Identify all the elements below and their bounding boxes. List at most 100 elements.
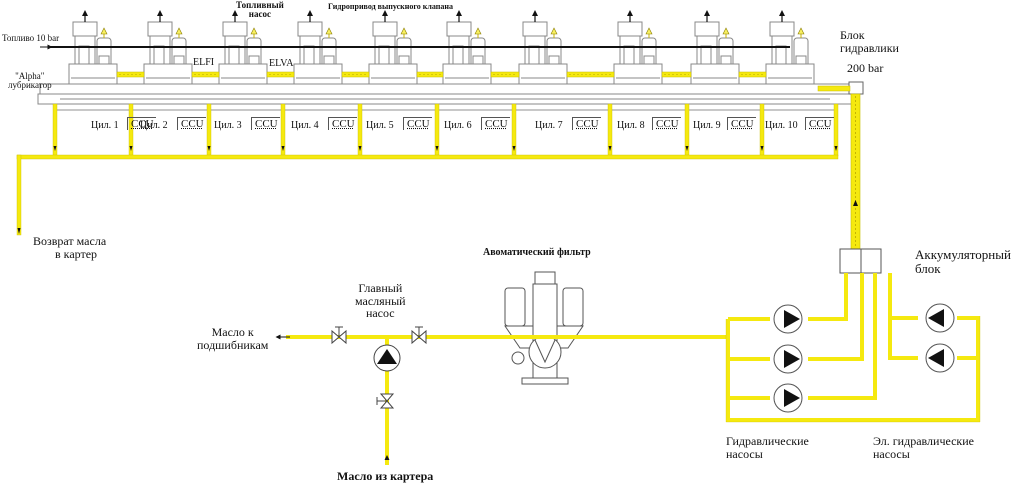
cylinder-label: Цил. 8 — [617, 120, 645, 131]
alpha-lubricator-label: "Alpha" лубрикатор — [8, 71, 52, 91]
rail-link-pipe — [191, 71, 220, 78]
cylinder-label: Цил. 10 — [765, 120, 798, 131]
exhaust-out-arrow-icon — [325, 27, 333, 35]
cylinder-label: Цил. 9 — [693, 120, 721, 131]
automatic-filter — [470, 271, 620, 385]
drain-arrow-icon — [512, 146, 516, 151]
rail-link-pipe — [266, 71, 295, 78]
rail-to-block-pipe — [817, 85, 851, 92]
oil-return-collector — [16, 154, 839, 236]
hydraulic-unit-base — [765, 63, 815, 85]
exhaust-out-arrow-icon — [175, 27, 183, 35]
drain-arrow-icon — [53, 146, 57, 151]
filter-cone — [534, 339, 556, 364]
oil-return-label-line2: в картер — [55, 246, 98, 261]
drain-arrow-icon — [281, 146, 285, 151]
fuel-out-arrow-icon — [382, 10, 388, 16]
fuel-out-arrow-icon — [157, 10, 163, 16]
ep-2-feed — [888, 318, 918, 360]
drain-arrow-icon — [685, 146, 689, 151]
ccu-box: CCU — [403, 117, 432, 130]
pressure-200bar-label: 200 bar — [847, 61, 884, 75]
exhaust-out-arrow-icon — [474, 27, 482, 35]
hydraulic-unit-base — [368, 63, 418, 85]
hp-3-feed — [808, 273, 877, 400]
hydraulic-unit-base — [293, 63, 343, 85]
hp-1-feed — [808, 273, 848, 321]
ccu-box: CCU — [328, 117, 357, 130]
filter-top-cap — [534, 271, 556, 285]
engine-platform — [37, 83, 855, 105]
riser-flow-arrow — [853, 200, 858, 206]
main-oil-pump-arrow — [377, 349, 397, 364]
exhaust-valve-drive-label: Гидропривод выпускного клапана — [328, 2, 453, 11]
hydraulic-unit-base — [442, 63, 492, 85]
ccu-box: CCU — [251, 117, 280, 130]
pressure-block-200bar — [848, 81, 864, 95]
accumulator-block-label-line2: блок — [915, 260, 941, 276]
drain-arrow-icon — [608, 146, 612, 151]
ccu-box: CCU — [481, 117, 510, 130]
valve-left — [331, 326, 347, 345]
fuel-pump-label: Топливный насос — [236, 0, 284, 20]
cylinder-label: Цил. 5 — [366, 120, 394, 131]
electric-hydraulic-pumps-label: Эл. гидравлические насосы — [873, 435, 974, 460]
hydraulic-block-label: Блок гидравлики — [840, 29, 899, 54]
cylinder-label: Цил. 6 — [444, 120, 472, 131]
drain-arrow-icon — [358, 146, 362, 151]
accumulator-block-label-line1: Аккумуляторный — [915, 247, 1011, 262]
ccu-box: CCU — [805, 117, 834, 130]
hydraulic-pumps-label-line2: насосы — [726, 446, 763, 461]
fuel-pump-cap — [372, 21, 398, 37]
rail-link-pipe — [416, 71, 444, 78]
cylinder-label: Цил. 7 — [535, 120, 563, 131]
alpha-lubricator-label-line2: лубрикатор — [8, 80, 52, 91]
drain-arrow-icon — [207, 146, 211, 151]
fuel-pump-cap — [694, 21, 720, 37]
exhaust-out-arrow-icon — [250, 27, 258, 35]
pump-direction-arrow-icon — [784, 310, 800, 328]
elva-label: ELVA — [269, 58, 294, 69]
cylinder-label: Цил. 2 — [140, 120, 168, 131]
exhaust-out-arrow-icon — [550, 27, 558, 35]
cylinder-unit — [765, 10, 815, 85]
filter-drain-left — [511, 351, 525, 365]
fuel-pump-label-line2: насос — [248, 9, 271, 20]
fuel-pump-cap — [147, 21, 173, 37]
hydraulic-unit-base — [68, 63, 118, 85]
exhaust-out-arrow-icon — [400, 27, 408, 35]
fuel-pump-cap — [522, 21, 548, 37]
fuel-out-arrow-icon — [456, 10, 462, 16]
exhaust-out-arrow-icon — [100, 27, 108, 35]
oil-return-label: Возврат масла в картер — [33, 235, 106, 260]
main-oil-pump-label-line2: масляный — [355, 293, 406, 308]
fuel-out-arrow-icon — [307, 10, 313, 16]
main-oil-pump-label: Главный масляный насос — [355, 282, 406, 320]
cylinder-cell-frame — [54, 109, 132, 158]
drain-arrow-icon — [834, 146, 838, 151]
main-oil-pump-label-line3: насос — [365, 306, 395, 321]
pump-direction-arrow-icon — [928, 349, 944, 367]
cylinder-label: Цил. 1 — [91, 120, 119, 131]
fuel-pump-cap — [769, 21, 795, 37]
ccu-box: CCU — [127, 117, 156, 130]
ccu-box: CCU — [572, 117, 601, 130]
main-oil-pump-label-line1: Главный — [358, 281, 403, 295]
pump-direction-arrow-icon — [784, 350, 800, 368]
hydraulic-unit-base — [518, 63, 568, 85]
ccu-box: CCU — [727, 117, 756, 130]
electric-hydraulic-pumps-label-line1: Эл. гидравлические — [873, 434, 975, 448]
accumulator-block-label: Аккумуляторный блок — [915, 248, 1011, 275]
hydraulic-pump-network — [580, 273, 980, 422]
drain-arrow-icon — [129, 146, 133, 151]
fuel-pump-cap — [446, 21, 472, 37]
accumulator-block — [839, 248, 882, 274]
fuel-out-arrow-icon — [82, 10, 88, 16]
cylinder-units — [68, 10, 815, 85]
valve-sump — [376, 393, 395, 409]
fuel-out-arrow-icon — [232, 10, 238, 16]
rail-link-pipe — [738, 71, 767, 78]
alpha-lubricator-label-line1: "Alpha" — [15, 71, 45, 81]
valve-right — [411, 326, 427, 345]
